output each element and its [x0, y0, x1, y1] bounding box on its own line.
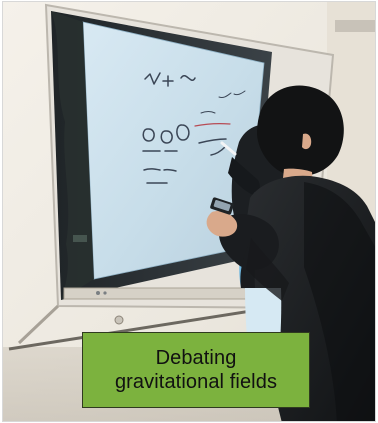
screen-handwriting	[142, 72, 246, 184]
student-ear	[302, 133, 312, 150]
screen-left-badge	[73, 235, 87, 242]
student-left-arm	[228, 157, 260, 195]
student-left-shirt-lower	[246, 238, 289, 301]
student-hand	[206, 211, 238, 237]
caption-line-1: Debating	[155, 347, 237, 369]
pen-in-hand	[220, 141, 237, 156]
caption-box: Debating gravitational fields	[82, 332, 310, 408]
board-bottom-tray	[63, 287, 267, 300]
board-button-mid	[103, 291, 107, 295]
student-shirt-shadow	[304, 182, 375, 421]
caption-line-2: gravitational fields	[114, 371, 278, 393]
board-side-rail	[17, 304, 60, 345]
student-hair	[257, 85, 344, 177]
board-button-left	[96, 291, 100, 295]
smartphone-icon	[210, 197, 234, 215]
screen-left-shadow	[51, 11, 94, 300]
right-wall-strip	[335, 20, 375, 32]
wall-socket	[114, 315, 124, 325]
board-bottom-edge	[8, 307, 265, 351]
